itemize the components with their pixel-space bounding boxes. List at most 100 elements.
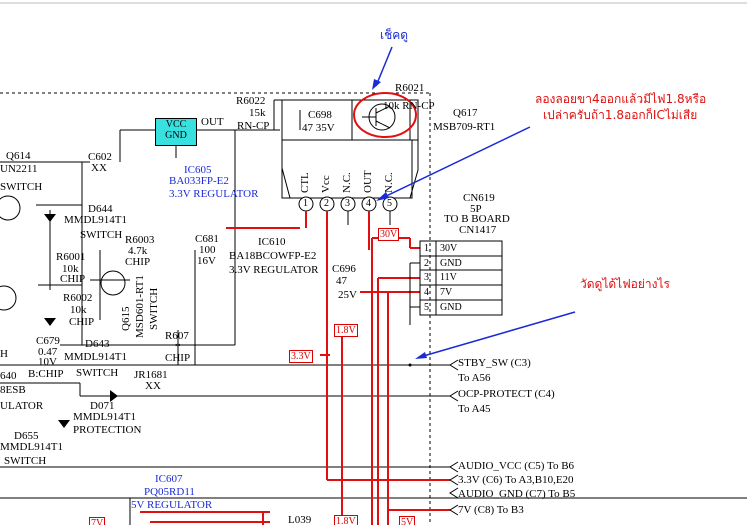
note-line-2: เปล่าครับถ้า1.8ออกก็ICไม่เสีย	[543, 108, 698, 122]
jr1681-value: XX	[145, 380, 161, 392]
ic605-vcc-gnd-box: VCC GND	[155, 118, 197, 146]
q614-label: Q614	[6, 150, 31, 162]
connector-pins: 5P	[470, 203, 482, 215]
r6003-label: R6003	[125, 234, 155, 246]
r6002-type: CHIP	[69, 316, 95, 328]
q617-part: MSB709-RT1	[433, 121, 496, 133]
connector-pin-num: 1	[424, 243, 429, 254]
l039-label: L039	[288, 514, 312, 525]
pin-vcc-label: Vcc	[320, 175, 332, 193]
q615-label: Q615	[120, 306, 132, 331]
c679-value-1: 0.47	[38, 346, 58, 358]
signal-stby: STBY_SW (C3)	[458, 357, 531, 369]
q615-part: MSD601-RT1	[134, 275, 146, 338]
connector-part: CN1417	[459, 224, 497, 236]
measure-annotation: วัดดูได้ไฟอย่างไร	[580, 277, 670, 291]
connector-pin-sig: 7V	[440, 287, 453, 298]
d643-desc: SWITCH	[76, 367, 119, 379]
connector-pin-num: 5	[424, 302, 429, 313]
d071-part: MMDL914T1	[73, 411, 136, 423]
ic605-part: BA033FP-E2	[169, 175, 229, 187]
jr1681-label: JR1681	[134, 369, 168, 381]
r6021-value: 10k RN-CP	[383, 100, 435, 112]
c679-type: B:CHIP	[28, 368, 64, 380]
q615-desc: SWITCH	[148, 287, 160, 330]
signal-7v-c8: 7V (C8) To B3	[458, 504, 524, 516]
d644-label: D644	[88, 203, 113, 215]
connector-pin-sig: 11V	[440, 272, 457, 283]
r607-type: CHIP	[165, 352, 191, 364]
voltage-tag-7v: 7V	[89, 517, 106, 525]
r6001-label: R6001	[56, 251, 86, 263]
switch-label-2: SWITCH	[4, 455, 47, 467]
c698-label: C698	[308, 109, 332, 121]
r6001-value: 10k	[62, 263, 79, 275]
ic605-out: OUT	[201, 116, 224, 128]
voltage-tag-30v: 30V	[378, 228, 400, 241]
pin-3-num: 3	[345, 198, 350, 209]
ic605-desc: 3.3V REGULATOR	[169, 188, 259, 200]
switch-label-1: SWITCH	[0, 181, 43, 193]
r6021-label: R6021	[395, 82, 425, 94]
r607-value: *	[175, 341, 181, 353]
d644-part: MMDL914T1	[64, 214, 127, 226]
ic605-label: IC605	[184, 164, 212, 176]
pin-out-label: OUT	[362, 170, 374, 193]
pin-5-num: 5	[387, 198, 392, 209]
connector-pin-sig: GND	[440, 258, 462, 269]
pin-nc2-label: N.C.	[383, 172, 395, 193]
connector-name: CN619	[463, 192, 495, 204]
voltage-tag-5v: 5V	[399, 516, 416, 525]
c602-label: C602	[88, 151, 112, 163]
d655-label: D655	[14, 430, 39, 442]
connector-pin-num: 3	[424, 272, 429, 283]
d655-part: MMDL914T1	[0, 441, 63, 453]
left-8esb-label: 8ESB	[0, 384, 26, 396]
left-ulator-label: ULATOR	[0, 400, 44, 412]
left-640-label: 640	[0, 370, 17, 382]
ic607-label: IC607	[155, 473, 183, 485]
pin-ctl-label: CTL	[299, 172, 311, 193]
c696-label: C696	[332, 263, 356, 275]
c698-value: 47 35V	[302, 122, 335, 134]
c681-label: C681	[195, 233, 219, 245]
r6022-value: 15k	[249, 107, 266, 119]
voltage-tag-1v8: 1.8V	[334, 324, 358, 337]
d644-desc: SWITCH	[80, 229, 123, 241]
r6022-label: R6022	[236, 95, 266, 107]
ic607-desc: 5V REGULATOR	[131, 499, 213, 511]
signal-ocp: OCP-PROTECT (C4)	[458, 388, 555, 400]
d643-label: D643	[85, 338, 110, 350]
q617-label: Q617	[453, 107, 478, 119]
pin-2-num: 2	[324, 198, 329, 209]
connector-pin-num: 4	[424, 287, 429, 298]
d071-desc: PROTECTION	[73, 424, 142, 436]
ic610-part: BA18BCOWFP-E2	[229, 250, 317, 262]
signal-audio-gnd: AUDIO_GND (C7) To B5	[458, 488, 576, 500]
connector-dest: TO B BOARD	[444, 213, 510, 225]
r6001-type: CHIP	[60, 273, 86, 285]
r6002-label: R6002	[63, 292, 93, 304]
c602-value: XX	[91, 162, 107, 174]
c696-value-2: 25V	[338, 289, 357, 301]
check-annotation: เช็คดู	[380, 28, 409, 42]
note-line-1: ลองลอยขา4ออกแล้วมีไฟ1.8หรือ	[535, 92, 707, 106]
r607-label: R607	[165, 330, 189, 342]
ic610-desc: 3.3V REGULATOR	[229, 264, 319, 276]
d643-part: MMDL914T1	[64, 351, 127, 363]
connector-pin-sig: GND	[440, 302, 462, 313]
signal-stby-to: To A56	[458, 372, 491, 384]
ic610-label: IC610	[258, 236, 286, 248]
d071-label: D071	[90, 400, 115, 412]
signal-3v3-c6: 3.3V (C6) To A3,B10,E20	[458, 474, 574, 486]
signal-audio-vcc: AUDIO_VCC (C5) To B6	[458, 460, 575, 472]
c679-value-2: 10V	[38, 356, 57, 368]
c681-value-2: 16V	[197, 255, 216, 267]
voltage-tag-1v8-b: 1.8V	[334, 515, 358, 525]
pin-nc1-label: N.C.	[341, 172, 353, 193]
pin-1-num: 1	[303, 198, 308, 209]
r6003-type: CHIP	[125, 256, 151, 268]
un2211-label: UN2211	[0, 163, 38, 175]
r6002-value: 10k	[70, 304, 87, 316]
